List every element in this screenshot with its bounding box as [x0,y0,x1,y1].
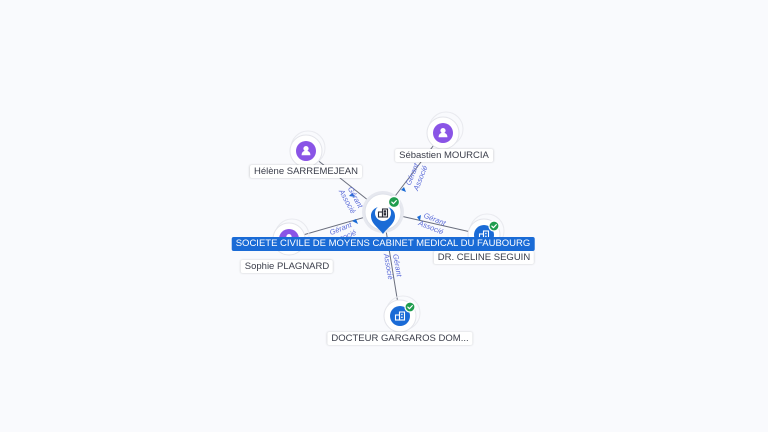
node-label-sophie[interactable]: Sophie PLAGNARD [240,260,334,273]
node-sebastien[interactable] [426,111,464,150]
verified-badge-icon [404,301,416,313]
central-node-label[interactable]: SOCIETE CIVILE DE MOYENS CABINET MEDICAL… [231,237,535,251]
node-gargaros[interactable] [383,295,421,333]
central-node[interactable] [362,191,404,234]
node-label-sebastien[interactable]: Sébastien MOURCIA [395,149,493,162]
svg-text:Gérant Associé: Gérant Associé [337,183,366,216]
node-label-gargaros[interactable]: DOCTEUR GARGAROS DOM... [327,332,473,345]
verified-badge-icon [387,195,401,209]
svg-text:Gérant Associé: Gérant Associé [403,160,430,193]
node-label-helene[interactable]: Hélène SARREMEJEAN [249,165,363,178]
svg-text:Gérant Associé: Gérant Associé [416,210,449,237]
node-helene[interactable] [289,130,326,168]
verified-badge-icon [488,220,500,232]
node-label-celine[interactable]: DR. CELINE SEGUIN [433,251,535,264]
svg-text:Gérant Associé: Gérant Associé [382,250,405,281]
